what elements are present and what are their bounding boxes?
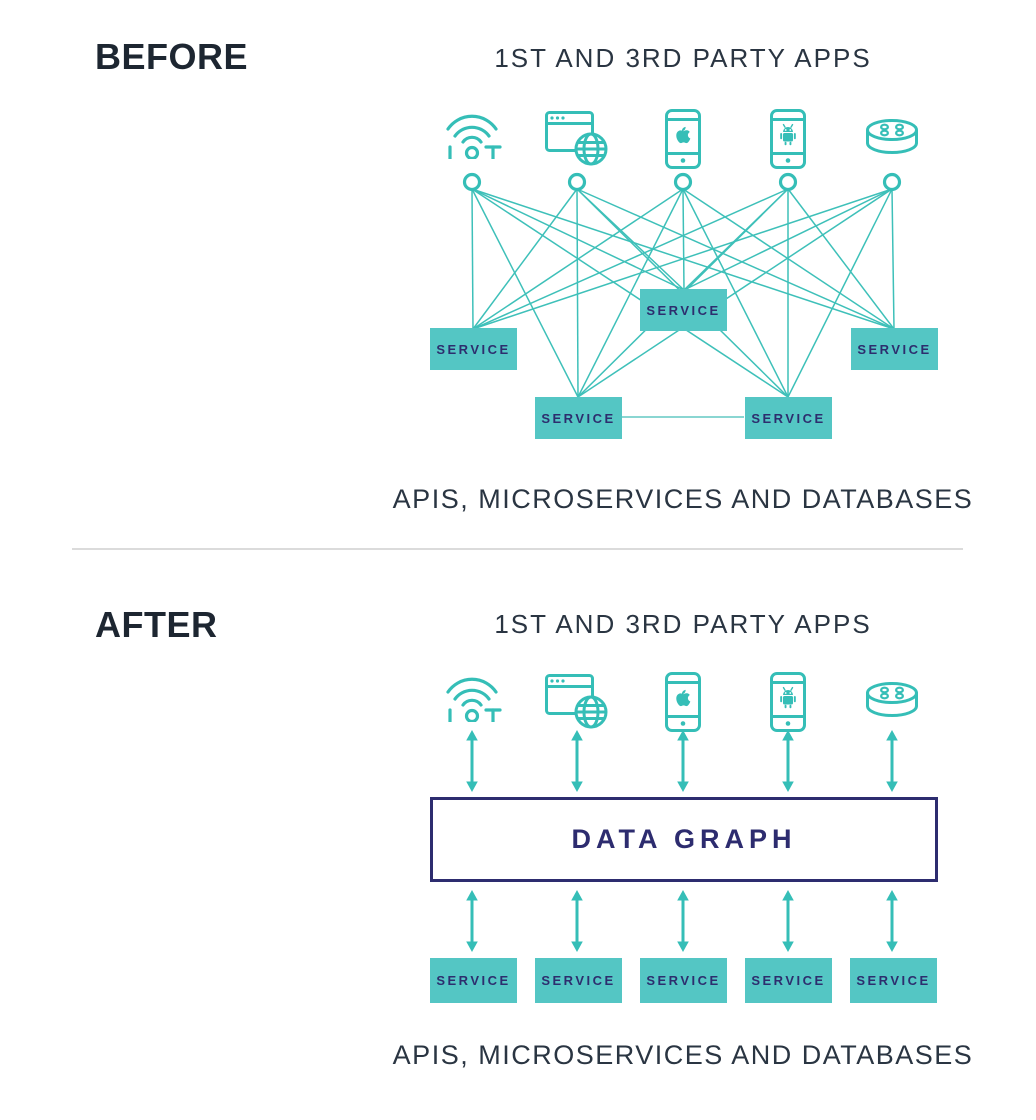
after-caption: APIS, MICROSERVICES AND DATABASES: [392, 1040, 974, 1070]
before-apps-heading: 1ST AND 3RD PARTY APPS: [494, 43, 872, 73]
double-arrow-icon: [568, 890, 586, 952]
double-arrow-icon: [883, 890, 901, 952]
android-phone-icon: [770, 109, 806, 169]
service-box: SERVICE: [850, 958, 937, 1003]
double-arrow-icon: [568, 730, 586, 792]
iot-icon: [442, 676, 502, 722]
before-caption: APIS, MICROSERVICES AND DATABASES: [392, 484, 974, 514]
iphone-icon: [665, 109, 701, 169]
web-browser-icon: [545, 674, 608, 729]
after-apps-heading: 1ST AND 3RD PARTY APPS: [494, 609, 872, 639]
double-arrow-icon: [463, 890, 481, 952]
double-arrow-icon: [674, 730, 692, 792]
service-box: SERVICE: [535, 397, 622, 439]
connector-node: [778, 172, 798, 192]
service-box: SERVICE: [430, 328, 517, 370]
data-graph-box: DATA GRAPH: [430, 797, 938, 882]
double-arrow-icon: [674, 890, 692, 952]
service-box: SERVICE: [745, 958, 832, 1003]
double-arrow-icon: [779, 730, 797, 792]
service-box: SERVICE: [430, 958, 517, 1003]
connector-node: [673, 172, 693, 192]
before-title: BEFORE: [95, 36, 249, 77]
connection-lines: [462, 172, 902, 418]
connector-node: [882, 172, 902, 192]
connector-node: [462, 172, 482, 192]
web-browser-icon: [545, 111, 608, 166]
double-arrow-icon: [883, 730, 901, 792]
after-title: AFTER: [95, 604, 218, 645]
iot-icon: [442, 113, 502, 159]
iphone-icon: [665, 672, 701, 732]
service-box: SERVICE: [535, 958, 622, 1003]
service-box: SERVICE: [745, 397, 832, 439]
android-phone-icon: [770, 672, 806, 732]
service-box: SERVICE: [851, 328, 938, 370]
double-arrow-icon: [463, 730, 481, 792]
section-divider: [72, 548, 963, 550]
service-box: SERVICE: [640, 289, 727, 331]
smart-speaker-icon: [862, 117, 922, 159]
smart-speaker-icon: [862, 680, 922, 722]
connector-node: [567, 172, 587, 192]
double-arrow-icon: [779, 890, 797, 952]
service-box: SERVICE: [640, 958, 727, 1003]
